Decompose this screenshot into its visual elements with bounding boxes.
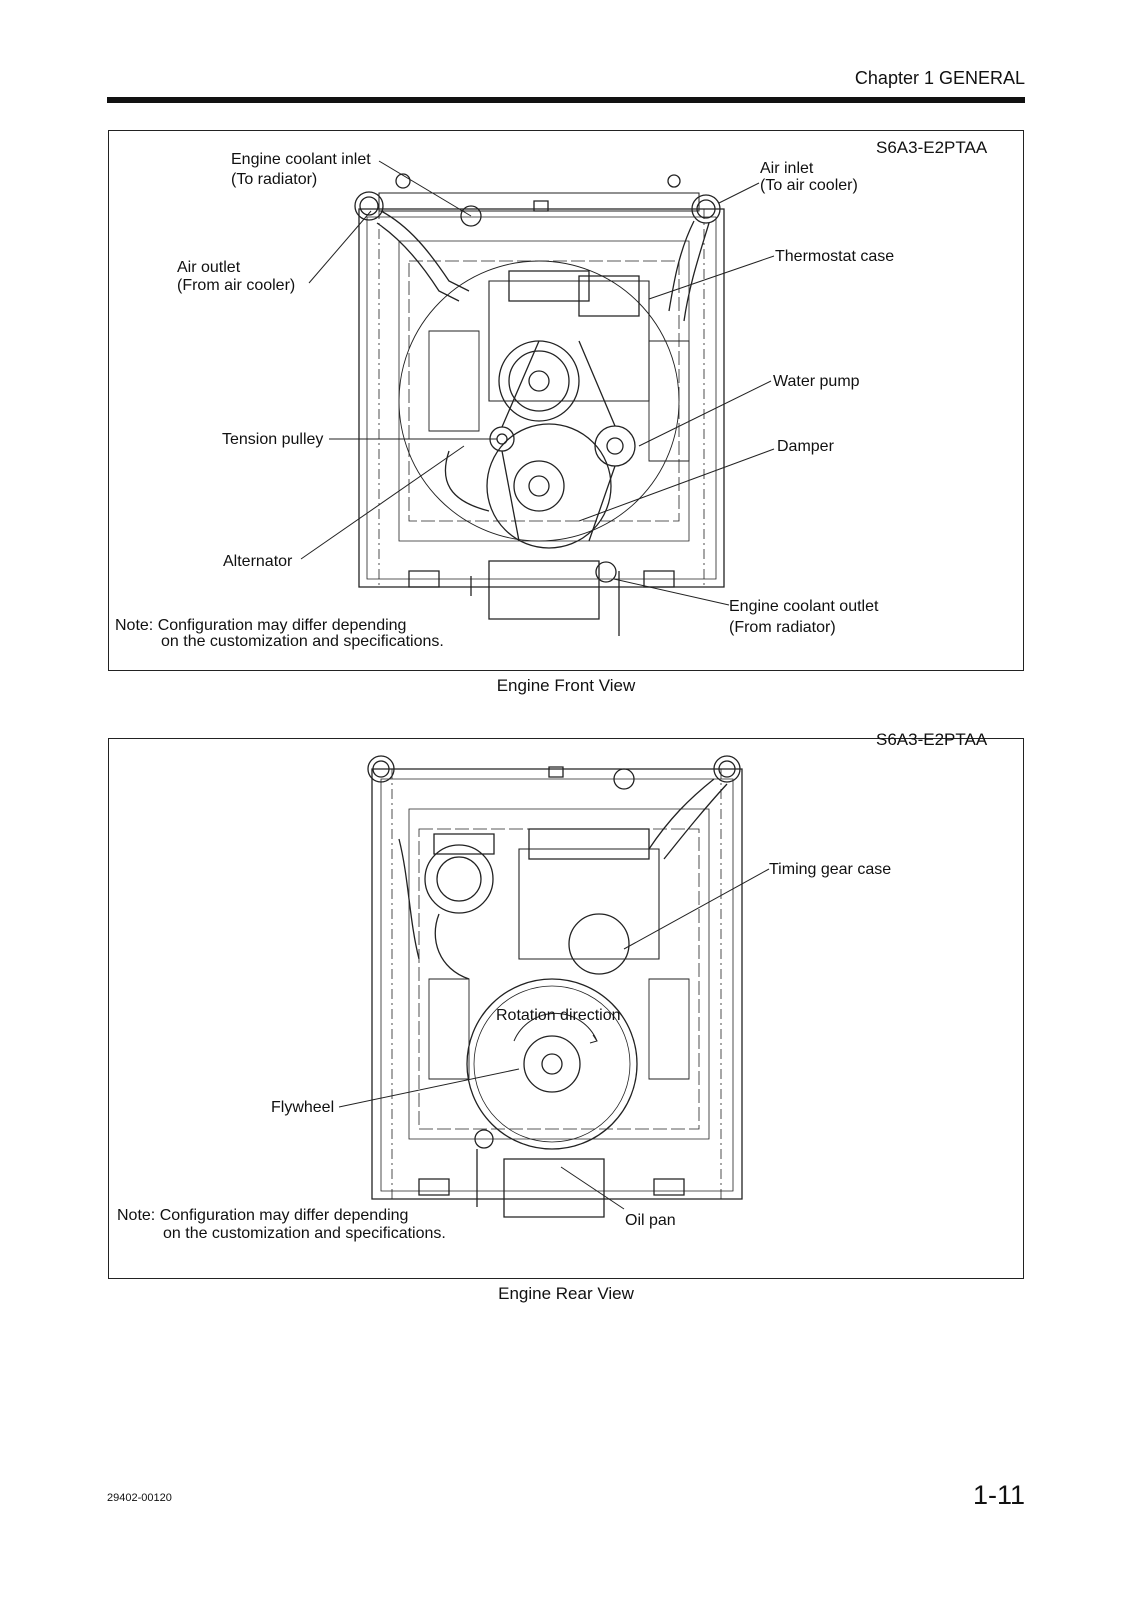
rear-view-caption: Engine Rear View <box>498 1284 634 1303</box>
rear-view-drawing <box>109 739 1025 1280</box>
page-number: 1-11 <box>972 1480 1025 1510</box>
label-flywheel: Flywheel <box>271 1099 335 1116</box>
rear-note-line1: Note: Configuration may differ depending <box>117 1207 409 1224</box>
label-timing-gear-case: Timing gear case <box>769 861 892 878</box>
label-rotation-direction: Rotation direction <box>496 1007 621 1024</box>
front-model-label: S6A3-E2PTAA <box>876 138 988 157</box>
label-tension-pulley: Tension pulley <box>222 431 324 448</box>
label-oil-pan: Oil pan <box>625 1212 676 1229</box>
label-air-inlet: Air inlet <box>760 160 814 177</box>
label-air-outlet-sub: (From air cooler) <box>177 277 296 294</box>
rear-model-label: S6A3-E2PTAA <box>876 730 988 749</box>
front-view-caption: Engine Front View <box>496 676 636 695</box>
label-coolant-inlet-sub: (To radiator) <box>231 171 318 188</box>
label-thermostat-case: Thermostat case <box>775 248 895 265</box>
label-coolant-outlet: Engine coolant outlet <box>729 598 879 615</box>
header-rule <box>107 97 1025 103</box>
label-damper: Damper <box>777 438 834 455</box>
front-view-drawing <box>109 131 1025 672</box>
front-view-figure: S6A3-E2PTAA Engine coolant inlet (To rad… <box>108 130 1024 671</box>
rear-note-line2: on the customization and specifications. <box>163 1225 446 1242</box>
front-note-line2: on the customization and specifications. <box>161 633 444 650</box>
label-air-outlet: Air outlet <box>177 259 241 276</box>
document-number: 29402-00120 <box>107 1492 172 1504</box>
front-note-line1: Note: Configuration may differ depending <box>115 617 407 634</box>
rear-view-figure: S6A3-E2PTAA Timing gear case Rotation di… <box>108 731 1025 1280</box>
label-alternator: Alternator <box>223 553 293 570</box>
label-air-inlet-sub: (To air cooler) <box>760 177 858 194</box>
label-coolant-outlet-sub: (From radiator) <box>729 619 836 636</box>
chapter-heading: Chapter 1 GENERAL <box>854 68 1025 88</box>
label-water-pump: Water pump <box>773 373 860 390</box>
label-coolant-inlet: Engine coolant inlet <box>231 151 371 168</box>
